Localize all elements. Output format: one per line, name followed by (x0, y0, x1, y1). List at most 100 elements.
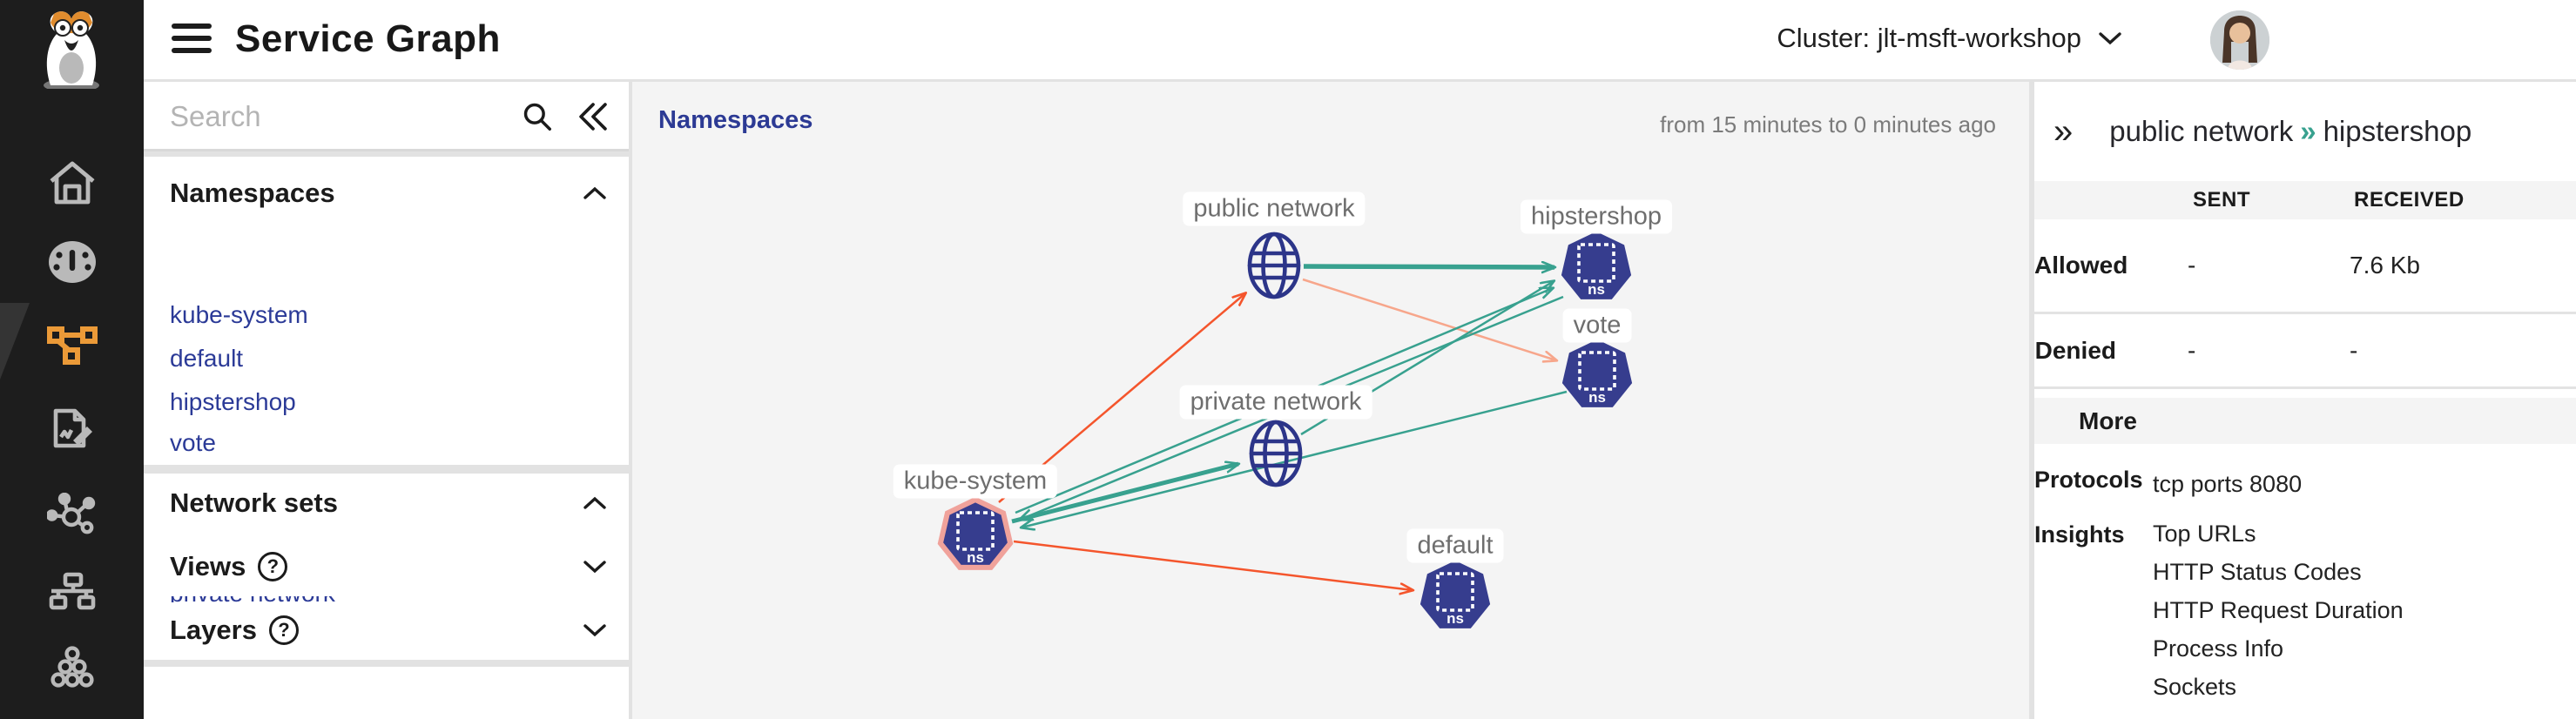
search-panel (144, 82, 629, 151)
rail-policy-edit-icon[interactable] (45, 404, 99, 458)
row-divider (2034, 312, 2576, 314)
insights-label: Insights (2034, 521, 2125, 548)
breadcrumb-source[interactable]: public network (2109, 115, 2294, 147)
sidebar-item-kube-system[interactable]: kube-system (170, 301, 308, 328)
rail-service-graph-icon[interactable] (45, 319, 99, 373)
chevron-up-icon[interactable] (582, 185, 608, 201)
search-icon[interactable] (521, 100, 554, 133)
insight-item-sockets[interactable]: Sockets (2153, 674, 2237, 700)
graph-node-default[interactable]: ns (1419, 561, 1491, 628)
cluster-selector[interactable]: Cluster: jlt-msft-workshop (1777, 23, 2123, 54)
row-label: Denied (2034, 336, 2116, 364)
graph-edge-public-network-to-hipstershop[interactable] (1303, 266, 1554, 267)
otterize-logo[interactable] (12, 5, 131, 92)
protocols-row: Protocols tcp ports 8080 (2034, 465, 2576, 503)
allowed-received-value: 7.6 Kb (2350, 252, 2420, 279)
namespace-badge: ns (1588, 281, 1605, 298)
graph-node-label-kube-system[interactable]: kube-system (893, 464, 1058, 499)
rail-sitemap-icon[interactable] (45, 565, 99, 619)
protocols-value: tcp ports 8080 (2153, 471, 2303, 497)
collapse-panel-icon[interactable]: » (2053, 112, 2074, 151)
insight-item-http-request-duration[interactable]: HTTP Request Duration (2153, 597, 2404, 623)
denied-sent-value: - (2188, 336, 2196, 364)
graph-node-hipstershop[interactable]: ns (1561, 232, 1632, 299)
section-label: Network sets (170, 487, 338, 518)
collapse-sidebar-icon[interactable] (577, 102, 610, 131)
sidebar-footer-panel (144, 667, 629, 719)
namespaces-section: Namespaces kube-system default hipstersh… (144, 157, 629, 465)
graph-node-label-vote[interactable]: vote (1562, 308, 1632, 343)
section-label: Layers (170, 615, 257, 645)
nav-rail (0, 0, 144, 719)
breadcrumb-arrow-icon: » (2300, 115, 2316, 147)
row-divider (2034, 386, 2576, 389)
chevron-down-icon[interactable] (582, 622, 608, 638)
canvas-title: Namespaces (658, 106, 813, 134)
breadcrumb-target[interactable]: hipstershop (2323, 115, 2472, 147)
chevron-down-icon (2099, 32, 2121, 45)
graph-node-vote[interactable]: ns (1561, 339, 1633, 407)
layers-section-header[interactable]: Layers ? (170, 615, 608, 646)
row-label: Allowed (2034, 252, 2128, 279)
graph-edge-vote-to-kube-system[interactable] (1022, 390, 1568, 527)
chevron-down-icon[interactable] (582, 559, 608, 575)
table-header-row: SENT RECEIVED (2034, 181, 2576, 219)
sidebar-item-default[interactable]: default (170, 345, 244, 372)
graph-edge-kube-system-to-default[interactable] (1013, 540, 1413, 590)
namespace-badge: ns (967, 549, 984, 566)
service-graph-canvas[interactable]: ns ns ns ns Namespaces from 15 minutes to 0… (632, 82, 2029, 719)
insight-item-http-status-codes[interactable]: HTTP Status Codes (2153, 559, 2362, 585)
insight-item-process-info[interactable]: Process Info (2153, 635, 2284, 662)
graph-node-label-hipstershop[interactable]: hipstershop (1521, 199, 1672, 234)
graph-edge-public-network-to-vote[interactable] (1302, 278, 1556, 360)
search-input[interactable] (170, 94, 518, 139)
graph-node-label-default[interactable]: default (1406, 528, 1504, 563)
graph-node-public-network-globe-icon[interactable] (1247, 232, 1301, 299)
rail-access-graph-icon[interactable] (45, 487, 99, 541)
more-section-header[interactable]: More (2034, 398, 2576, 444)
graph-node-label-public-network[interactable]: public network (1183, 192, 1366, 226)
left-sidebar: Namespaces kube-system default hipstersh… (144, 79, 629, 719)
received-header: RECEIVED (2354, 188, 2465, 212)
graph-node-label-private-network[interactable]: private network (1179, 385, 1372, 420)
graph-svg: ns ns ns ns (937, 232, 1633, 628)
sidebar-item-hipstershop[interactable]: hipstershop (170, 388, 296, 415)
table-row-denied: Denied - - (2034, 314, 2576, 386)
user-avatar[interactable] (2210, 10, 2269, 70)
hamburger-menu-icon[interactable] (172, 21, 212, 56)
active-notch (0, 303, 30, 380)
network-sets-section-header[interactable]: Network sets (170, 487, 608, 519)
sidebar-item-vote[interactable]: vote (170, 429, 216, 456)
insight-item-top-urls[interactable]: Top URLs (2153, 521, 2256, 547)
graph-node-private-network-globe-icon[interactable] (1249, 420, 1303, 487)
views-section: Views ? (144, 539, 629, 596)
views-section-header[interactable]: Views ? (170, 551, 608, 582)
namespace-badge: ns (1588, 389, 1606, 406)
rail-clusters-icon[interactable] (45, 640, 99, 694)
section-label: Namespaces (170, 178, 335, 208)
section-label: Views (170, 551, 246, 581)
layers-section: Layers ? (144, 602, 629, 660)
chevron-up-icon[interactable] (582, 495, 608, 511)
allowed-sent-value: - (2188, 252, 2196, 279)
graph-edge-kube-system-to-private-network[interactable] (1011, 464, 1238, 524)
help-icon[interactable]: ? (258, 552, 288, 581)
namespace-badge: ns (1446, 610, 1464, 627)
table-row-allowed: Allowed - 7.6 Kb (2034, 219, 2576, 312)
insights-row: Insights Top URLs HTTP Status Codes HTTP… (2034, 514, 2576, 706)
protocols-label: Protocols (2034, 467, 2143, 493)
help-icon[interactable]: ? (268, 615, 299, 645)
page-title: Service Graph (235, 17, 501, 60)
edge-breadcrumb: » public network » hipstershop (2034, 82, 2576, 181)
denied-received-value: - (2350, 336, 2358, 364)
rail-home-icon[interactable] (45, 156, 99, 210)
time-range-label: from 15 minutes to 0 minutes ago (1660, 111, 1996, 138)
namespaces-section-header[interactable]: Namespaces (170, 178, 608, 209)
details-panel: » public network » hipstershop SENT RECE… (2034, 82, 2576, 719)
more-label: More (2079, 407, 2137, 434)
sent-header: SENT (2193, 188, 2251, 212)
cluster-label: Cluster: jlt-msft-workshop (1777, 23, 2081, 53)
graph-node-kube-system[interactable]: ns (937, 496, 1014, 570)
top-header: Service Graph Cluster: jlt-msft-workshop (144, 0, 2576, 79)
rail-dashboard-icon[interactable] (45, 235, 99, 289)
